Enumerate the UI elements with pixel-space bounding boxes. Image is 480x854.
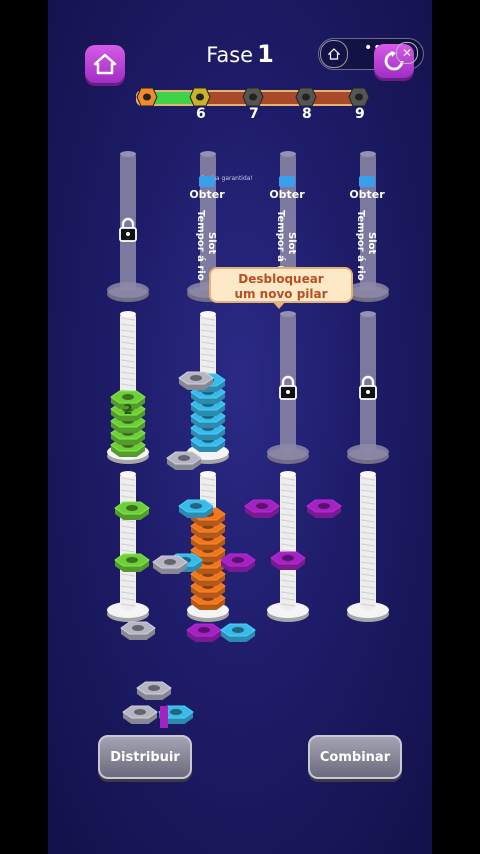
purple-nut[interactable] (186, 623, 222, 642)
purple-nut[interactable] (306, 499, 342, 518)
home-button[interactable] (85, 45, 125, 83)
pole-r3-1-rod[interactable] (120, 472, 136, 610)
pole-r2-2-cap (200, 311, 216, 317)
house-icon (328, 48, 340, 60)
blue-nut[interactable] (178, 499, 214, 518)
purple-nut[interactable] (270, 551, 306, 570)
milestone-nut-icon (242, 87, 264, 111)
combine-button[interactable]: Combinar (308, 735, 402, 779)
temporary-label: Tempor á rio (195, 210, 206, 281)
gray-nut[interactable] (152, 555, 188, 574)
green-nut[interactable] (114, 553, 150, 572)
close-icon[interactable]: ✕ (396, 42, 418, 64)
get-slot-label: Obter (349, 188, 385, 201)
purple-nut[interactable] (244, 499, 280, 518)
temporary-label: Tempor á rio (275, 210, 286, 281)
pole-r2-3-rod[interactable] (280, 312, 296, 452)
get-slot-button-3[interactable]: Obter (347, 176, 387, 201)
pole-r3-3-rod[interactable] (280, 472, 296, 610)
pole-r3-3-cap (280, 471, 296, 477)
lock-icon (279, 375, 297, 400)
stack-count-label: 2 (123, 403, 132, 418)
tray-gray-nut[interactable] (136, 681, 172, 700)
temporary-label: Tempor á rio (355, 210, 366, 281)
temp-pole-1-cap (120, 151, 136, 157)
video-camera-icon (359, 176, 375, 187)
blue-nut[interactable] (220, 623, 256, 642)
temp-pole-3-cap (280, 151, 296, 157)
video-camera-icon (279, 176, 295, 187)
tooltip-pointer (272, 301, 286, 309)
milestone-number: 7 (249, 106, 259, 122)
home-icon (93, 53, 117, 75)
distribute-button[interactable]: Distribuir (98, 735, 192, 779)
milestone-nut-icon (295, 87, 317, 111)
milestone-nut-icon (189, 87, 211, 111)
milestone-number: 8 (302, 106, 312, 122)
get-slot-label: Obter (269, 188, 305, 201)
milestone-number: 6 (196, 106, 206, 122)
restart-button[interactable] (374, 44, 414, 78)
slot-label: Slot (366, 232, 377, 255)
get-slot-button-2[interactable]: Obter (267, 176, 307, 201)
get-slot-button-1[interactable]: Obter (187, 176, 227, 201)
green-nut[interactable] (110, 390, 146, 409)
pole-r3-2-cap (200, 471, 216, 477)
system-home-button[interactable] (320, 40, 348, 68)
tooltip-line-2: um novo pilar (234, 287, 328, 301)
gray-nut[interactable] (166, 451, 202, 470)
temp-pole-2-cap (200, 151, 216, 157)
level-title-label: Fase (206, 43, 254, 67)
video-camera-icon (199, 176, 215, 187)
pole-r3-1-cap (120, 471, 136, 477)
temp-pole-1-rod[interactable] (120, 152, 136, 290)
pole-r2-4-rod[interactable] (360, 312, 376, 452)
guarantee-note: Ganha garantida! (200, 175, 253, 182)
milestone-number: 9 (355, 106, 365, 122)
slot-label: Slot (286, 232, 297, 255)
milestone-nut-icon (348, 87, 370, 111)
temp-pole-4-cap (360, 151, 376, 157)
lock-icon (119, 217, 137, 242)
purple-nut[interactable] (220, 553, 256, 572)
tooltip-line-1: Desbloquear (238, 272, 324, 286)
tray-purple-marker (160, 706, 168, 728)
get-slot-label: Obter (189, 188, 225, 201)
unlock-pillar-tooltip[interactable]: Desbloquear um novo pilar (209, 267, 353, 303)
milestone-nut-icon (136, 87, 158, 111)
pole-r2-1-cap (120, 311, 136, 317)
slot-label: Slot (206, 232, 217, 255)
gray-nut[interactable] (120, 621, 156, 640)
pole-r3-4-cap (360, 471, 376, 477)
level-number: 1 (257, 40, 274, 68)
tray-gray-nut[interactable] (122, 705, 158, 724)
pole-r3-4-rod[interactable] (360, 472, 376, 610)
redo-icon (384, 51, 404, 71)
green-nut[interactable] (114, 501, 150, 520)
pole-r2-3-cap (280, 311, 296, 317)
lock-icon (359, 375, 377, 400)
gray-nut[interactable] (178, 371, 214, 390)
pole-r2-4-cap (360, 311, 376, 317)
